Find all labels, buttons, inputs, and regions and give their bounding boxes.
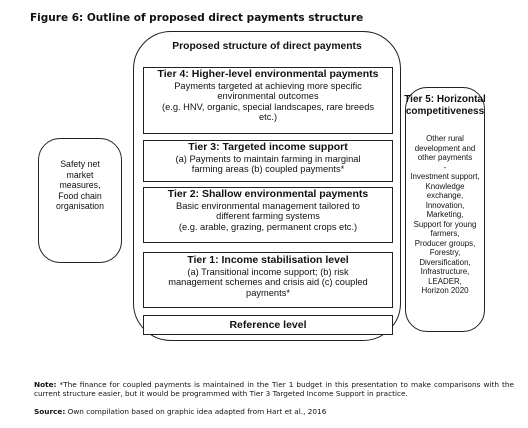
tier3-heading: Tier 3: Targeted income support bbox=[188, 141, 348, 153]
safety-net-text: Safety net market measures, Food chain o… bbox=[39, 159, 121, 212]
tier5-item: Other rural bbox=[426, 134, 464, 143]
tier1-line: management schemes and crisis aid (c) co… bbox=[168, 277, 368, 288]
tier5-heading: Tier 5: Horizontal competitiveness bbox=[402, 94, 488, 118]
tier5-item: Diversification, bbox=[419, 257, 471, 267]
tier5-item: Horizon 2020 bbox=[421, 286, 469, 296]
tier4-heading: Tier 4: Higher-level environmental payme… bbox=[157, 68, 379, 80]
tier2-heading: Tier 2: Shallow environmental payments bbox=[167, 188, 369, 200]
tier5-item: development and bbox=[414, 143, 476, 153]
tier5-item: Innovation, bbox=[425, 200, 465, 210]
tier5-box: Tier 5: Horizontal competitiveness Other… bbox=[402, 87, 488, 332]
tier4-line: Payments targeted at achieving more spec… bbox=[174, 80, 362, 91]
tier1-line: payments* bbox=[246, 287, 290, 298]
safety-net-line: market bbox=[66, 169, 94, 180]
tier5-item: farmers, bbox=[430, 229, 460, 239]
proposed-structure-title: Proposed structure of direct payments bbox=[172, 41, 362, 52]
tier5-item: Infrastructure, bbox=[420, 267, 470, 277]
tier2-line: different farming systems bbox=[216, 211, 320, 222]
tier5-item: other payments bbox=[417, 153, 473, 163]
source-text: Source: Own compilation based on graphic… bbox=[34, 407, 514, 417]
tier5-item: Support for young bbox=[413, 219, 477, 229]
tier2-line: (e.g. arable, grazing, permanent crops e… bbox=[178, 221, 358, 232]
tier5-heading-line: competitiveness bbox=[405, 105, 485, 117]
tier5-item: LEADER, bbox=[428, 276, 462, 286]
note-label: Note: bbox=[34, 380, 57, 389]
tier5-heading-line: Tier 5: Horizontal bbox=[404, 94, 486, 105]
tier1-heading: Tier 1: Income stabilisation level bbox=[187, 254, 349, 266]
tier5-item: Forestry, bbox=[429, 248, 461, 258]
tier4-line: (e.g. HNV, organic, special landscapes, … bbox=[161, 101, 375, 112]
safety-net-line: Safety net bbox=[60, 159, 100, 169]
safety-net-line: measures, bbox=[59, 180, 101, 191]
note-text: Note: *The finance for coupled payments … bbox=[34, 380, 514, 399]
source-body: Own compilation based on graphic idea ad… bbox=[65, 407, 327, 416]
tier3-line: (a) Payments to maintain farming in marg… bbox=[175, 153, 361, 164]
tier3-box: Tier 3: Targeted income support (a) Paym… bbox=[143, 140, 393, 182]
tier2-line: Basic environmental management tailored … bbox=[176, 200, 360, 211]
figure-title: Figure 6: Outline of proposed direct pay… bbox=[30, 12, 364, 24]
tier5-list: Other rural development and other paymen… bbox=[403, 134, 487, 296]
tier5-item: Knowledge bbox=[425, 181, 465, 191]
tier3-line: farming areas (b) coupled payments* bbox=[191, 164, 345, 175]
tier5-item: - bbox=[443, 162, 447, 172]
tier4-line: environmental outcomes bbox=[217, 91, 319, 102]
reference-level-box: Reference level bbox=[143, 315, 393, 335]
proposed-structure-box bbox=[133, 31, 401, 341]
source-label: Source: bbox=[34, 407, 66, 416]
safety-net-line: Food chain bbox=[58, 190, 102, 201]
note-body: *The finance for coupled payments is mai… bbox=[34, 380, 514, 398]
tier4-line: etc.) bbox=[258, 112, 278, 123]
tier5-item: Producer groups, bbox=[414, 238, 476, 248]
tier5-item: Marketing, bbox=[426, 210, 464, 220]
tier4-box: Tier 4: Higher-level environmental payme… bbox=[143, 67, 393, 134]
tier1-line: (a) Transitional income support; (b) ris… bbox=[187, 266, 349, 277]
tier5-item: Investment support, bbox=[410, 172, 480, 182]
tier5-item: exchange, bbox=[426, 191, 464, 201]
safety-net-box: Safety net market measures, Food chain o… bbox=[38, 138, 122, 263]
safety-net-line: organisation bbox=[56, 201, 104, 212]
tier2-box: Tier 2: Shallow environmental payments B… bbox=[143, 187, 393, 243]
tier1-box: Tier 1: Income stabilisation level (a) T… bbox=[143, 252, 393, 308]
